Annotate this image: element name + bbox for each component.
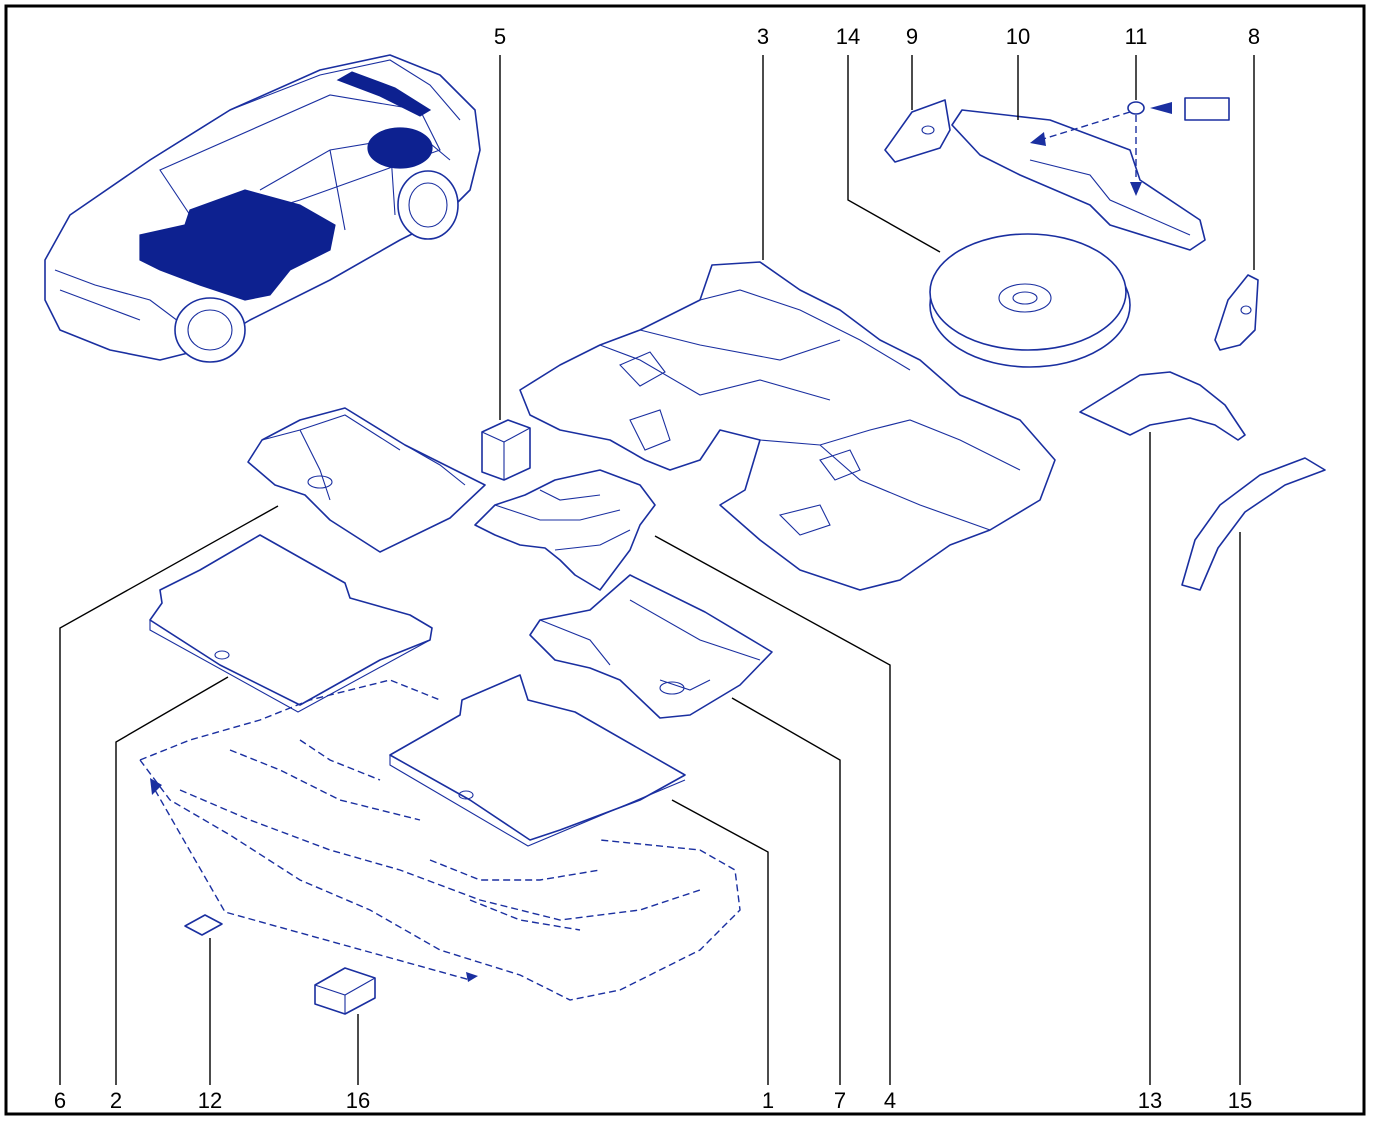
leader-lines <box>59 55 1255 1085</box>
part-8-bracket <box>1214 274 1259 351</box>
callout-7: 7 <box>834 1088 846 1113</box>
callout-15: 15 <box>1228 1088 1252 1113</box>
car-overview <box>44 54 481 363</box>
callout-14: 14 <box>836 24 860 49</box>
floor-pan-outline <box>139 679 741 1001</box>
callouts: 5 3 14 9 10 11 8 6 2 12 16 1 7 4 13 15 <box>54 24 1260 1113</box>
callout-16: 16 <box>346 1088 370 1113</box>
part-16-block <box>314 967 376 1015</box>
part-4-tunnel <box>474 469 656 591</box>
part-13-arch-pad <box>1079 371 1246 441</box>
part-2-insulation-panel <box>149 534 433 713</box>
callout-8: 8 <box>1248 24 1260 49</box>
part-6-front-floor-mat <box>247 407 486 553</box>
diagram-frame <box>4 4 1366 1116</box>
part-3-floor-carpet <box>519 261 1056 591</box>
car-spare-wheel-highlight <box>367 127 433 169</box>
callout-4: 4 <box>884 1088 896 1113</box>
callout-1: 1 <box>762 1088 774 1113</box>
part-1-insulation-panel <box>389 674 686 847</box>
part-15-arch-strip <box>1181 457 1326 591</box>
callout-2: 2 <box>110 1088 122 1113</box>
part-12-pad <box>184 914 223 936</box>
callout-3: 3 <box>757 24 769 49</box>
callout-10: 10 <box>1006 24 1030 49</box>
part-5-block <box>481 419 531 481</box>
callout-5: 5 <box>494 24 506 49</box>
callout-12: 12 <box>198 1088 222 1113</box>
part-10-panel <box>951 109 1206 251</box>
car-floor-highlight <box>139 189 336 301</box>
callout-9: 9 <box>906 24 918 49</box>
part-7-rear-floor-mat <box>529 574 773 719</box>
part-14-spare-wheel <box>929 233 1131 368</box>
part-11-clip <box>1030 97 1230 196</box>
callout-11: 11 <box>1125 24 1148 49</box>
callout-6: 6 <box>54 1088 66 1113</box>
car-rear-shelf-highlight <box>336 71 432 117</box>
part-9-bracket <box>884 99 951 163</box>
callout-13: 13 <box>1138 1088 1162 1113</box>
